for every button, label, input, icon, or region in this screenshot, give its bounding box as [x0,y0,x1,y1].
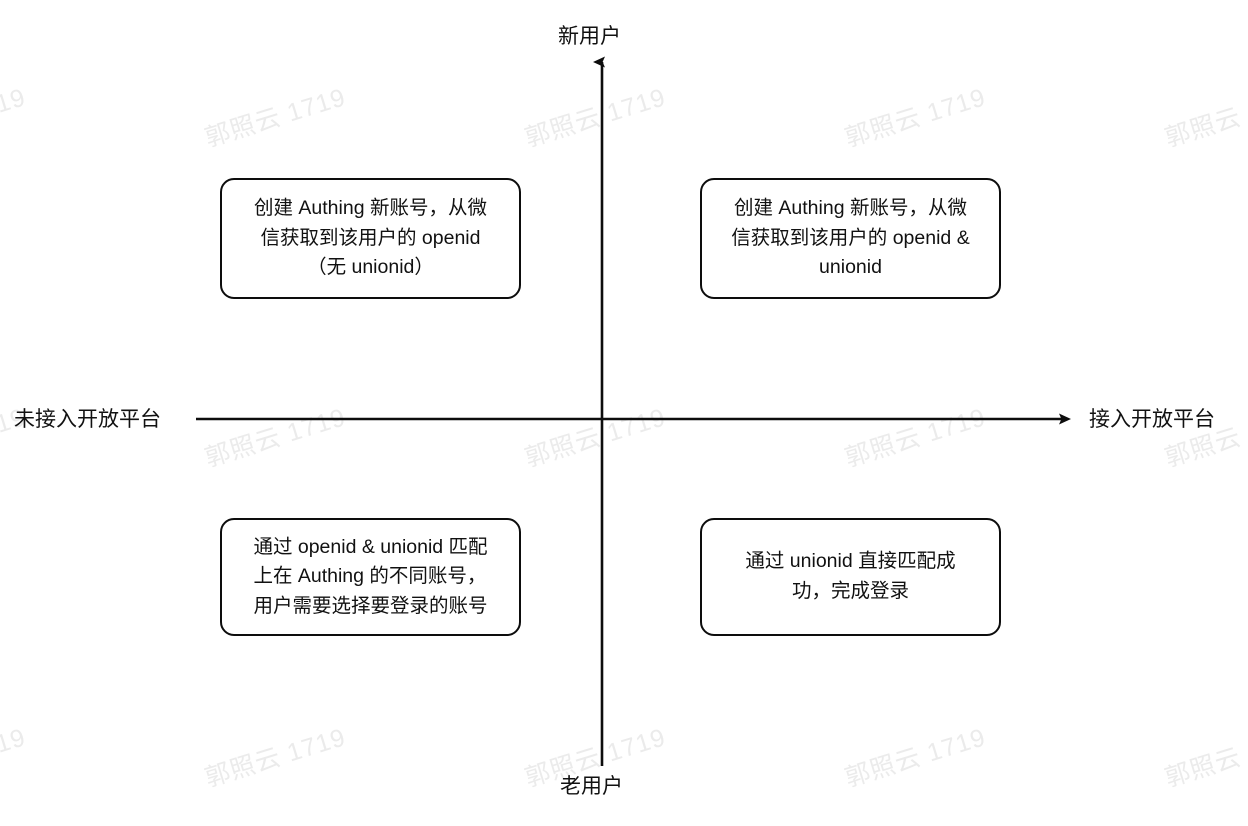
quadrant-box-bottom-left-text: 通过 openid & unionid 匹配 上在 Authing 的不同账号，… [253,535,488,617]
axis-label-old-user: 老用户 [560,775,623,798]
axis-label-new-user: 新用户 [558,25,621,48]
quadrant-box-top-right: 创建 Authing 新账号，从微 信获取到该用户的 openid & unio… [700,178,1001,299]
axis-label-not-connected-open-platform: 未接入开放平台 [14,408,161,431]
quadrant-box-top-left: 创建 Authing 新账号，从微 信获取到该用户的 openid （无 uni… [220,178,521,299]
axis-label-connected-open-platform: 接入开放平台 [1089,408,1215,431]
quadrant-box-bottom-right: 通过 unionid 直接匹配成 功，完成登录 [700,518,1001,636]
quadrant-box-bottom-left: 通过 openid & unionid 匹配 上在 Authing 的不同账号，… [220,518,521,636]
quadrant-box-top-right-text: 创建 Authing 新账号，从微 信获取到该用户的 openid & unio… [731,197,970,279]
quadrant-box-bottom-right-text: 通过 unionid 直接匹配成 功，完成登录 [745,550,956,602]
quadrant-box-top-left-text: 创建 Authing 新账号，从微 信获取到该用户的 openid （无 uni… [254,197,487,279]
